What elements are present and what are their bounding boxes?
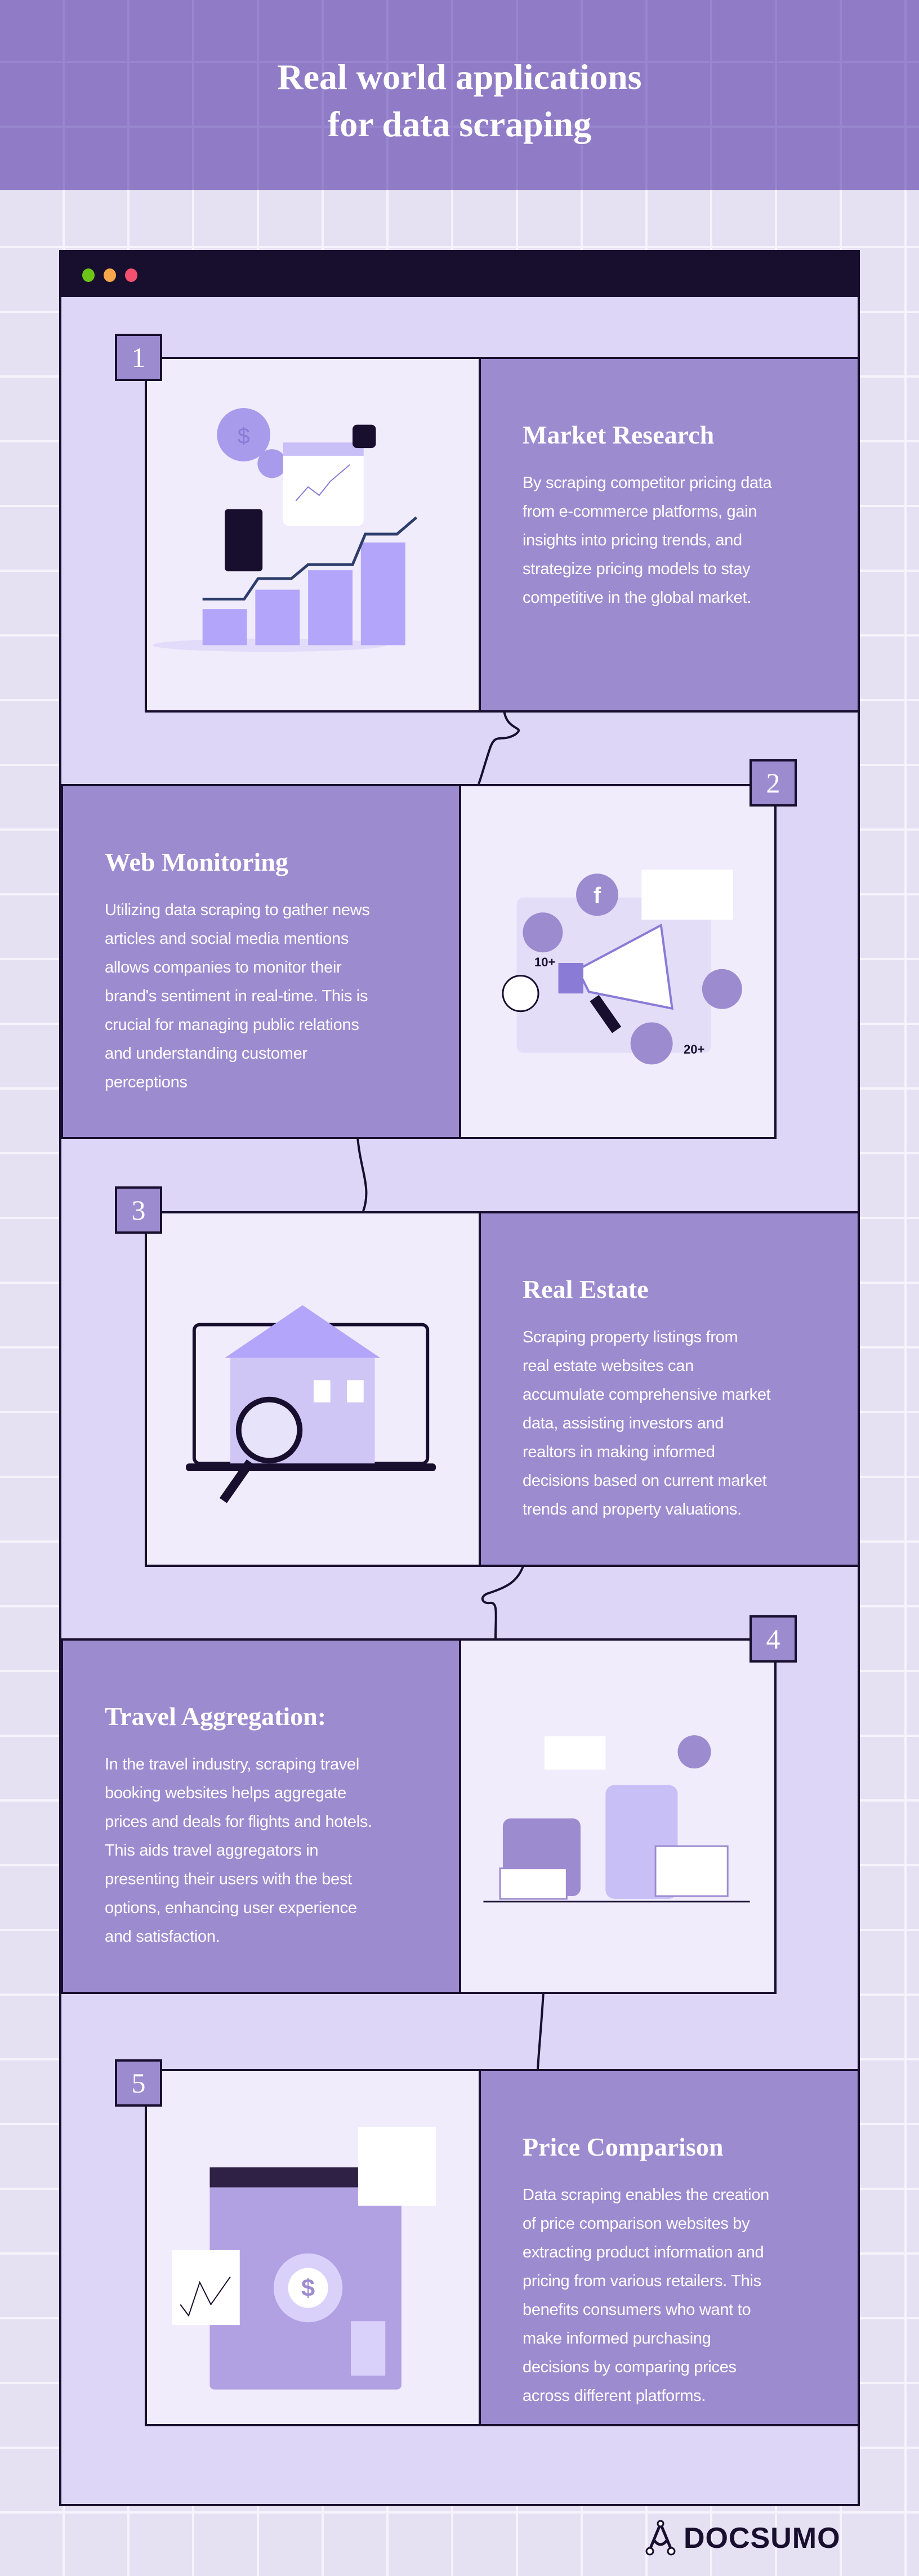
- house-magnifier-icon: [186, 1305, 436, 1503]
- card-body-line: booking websites helps aggregate: [105, 1784, 346, 1802]
- step-number-badge: 4: [750, 1615, 797, 1663]
- card-4-text: Travel Aggregation: In the travel indust…: [61, 1638, 461, 1994]
- card-body-line: trends and property valuations.: [523, 1500, 742, 1518]
- card-1-text: Market Research By scraping competitor p…: [479, 357, 860, 713]
- card-body-line: strategize pricing models to stay: [523, 560, 751, 578]
- card-body-line: data, assisting investors and: [523, 1414, 724, 1432]
- window-titlebar: [61, 252, 858, 297]
- card-body-line: presenting their users with the best: [105, 1870, 352, 1888]
- card-2-illustration: f 10+ 20+: [459, 784, 777, 1139]
- card-title: Travel Aggregation:: [105, 1702, 327, 1731]
- card-body-line: of price comparison websites by: [523, 2215, 750, 2233]
- social-count: 10+: [534, 955, 556, 969]
- card-body-line: perceptions: [105, 1073, 188, 1091]
- card-title: Real Estate: [523, 1275, 649, 1303]
- card-3-illustration: [145, 1211, 481, 1567]
- card-body-line: pricing from various retailers. This: [523, 2272, 761, 2290]
- card-body-line: realtors in making informed: [523, 1443, 715, 1461]
- card-body-line: competitive in the global market.: [523, 589, 751, 607]
- card-body-line: across different platforms.: [523, 2387, 706, 2405]
- card-body-line: accumulate comprehensive market: [523, 1386, 771, 1404]
- card-body-line: benefits consumers who want to: [523, 2301, 751, 2319]
- price-dashboard-icon: $: [172, 2126, 436, 2390]
- card-5-text: Price Comparison Data scraping enables t…: [479, 2069, 860, 2426]
- card-body-line: options, enhancing user experience: [105, 1899, 357, 1917]
- card-body-line: In the travel industry, scraping travel: [105, 1755, 359, 1773]
- card-body-line: Utilizing data scraping to gather news: [105, 901, 370, 919]
- svg-text:f: f: [594, 883, 601, 908]
- step-number-badge: 1: [115, 334, 162, 381]
- green-dot-icon: [82, 268, 95, 282]
- card-2-text: Web Monitoring Utilizing data scraping t…: [61, 784, 461, 1139]
- card-title: Price Comparison: [523, 2133, 724, 2161]
- card-body-line: This aids travel aggregators in: [105, 1842, 319, 1860]
- logo-text: DOCSUMO: [684, 2522, 841, 2555]
- header-banner: Real world applications for data scrapin…: [0, 0, 919, 190]
- card-body-line: extracting product information and: [523, 2243, 764, 2261]
- card-5-illustration: $: [145, 2069, 481, 2426]
- luggage-calendar-icon: [483, 1735, 750, 1903]
- card-body-line: Scraping property listings from: [523, 1328, 738, 1346]
- card-body-line: brand's sentiment in real-time. This is: [105, 987, 368, 1005]
- card-3-text: Real Estate Scraping property listings f…: [479, 1211, 860, 1567]
- card-body-line: By scraping competitor pricing data: [523, 474, 772, 492]
- card-title: Web Monitoring: [105, 848, 288, 876]
- card-body-line: prices and deals for flights and hotels.: [105, 1813, 372, 1831]
- card-body-line: articles and social media mentions: [105, 930, 349, 948]
- step-number-badge: 3: [115, 1186, 162, 1234]
- page-title: Real world applications for data scrapin…: [0, 53, 919, 148]
- card-body-line: and understanding customer: [105, 1045, 307, 1063]
- card-body-line: Data scraping enables the creation: [523, 2186, 769, 2204]
- card-body-line: crucial for managing public relations: [105, 1016, 359, 1034]
- card-body-line: make informed purchasing: [523, 2329, 711, 2347]
- step-number-badge: 2: [750, 759, 797, 807]
- card-body-line: decisions based on current market: [523, 1472, 767, 1490]
- title-line: for data scraping: [327, 104, 592, 144]
- card-body-line: allows companies to monitor their: [105, 958, 342, 976]
- card-title: Market Research: [523, 420, 715, 449]
- card-body-line: and satisfaction.: [105, 1928, 220, 1946]
- title-line: Real world applications: [277, 57, 642, 97]
- card-4-illustration: [459, 1638, 777, 1994]
- docsumo-logo: DOCSUMO: [645, 2520, 841, 2556]
- megaphone-social-icon: f: [502, 870, 742, 1065]
- card-body-line: decisions by comparing prices: [523, 2358, 737, 2376]
- card-1-illustration: $: [145, 357, 481, 713]
- step-number-badge: 5: [115, 2059, 162, 2107]
- orange-dot-icon: [104, 268, 116, 282]
- card-body-line: from e-commerce platforms, gain: [523, 503, 757, 521]
- card-body-line: real estate websites can: [523, 1357, 694, 1375]
- social-count: 20+: [684, 1042, 705, 1056]
- docsumo-logo-icon: [645, 2520, 676, 2556]
- bar-chart-growth-icon: $: [152, 408, 418, 652]
- svg-text:$: $: [301, 2275, 315, 2302]
- red-dot-icon: [125, 268, 137, 282]
- svg-text:$: $: [238, 424, 250, 449]
- card-body-line: insights into pricing trends, and: [523, 531, 742, 549]
